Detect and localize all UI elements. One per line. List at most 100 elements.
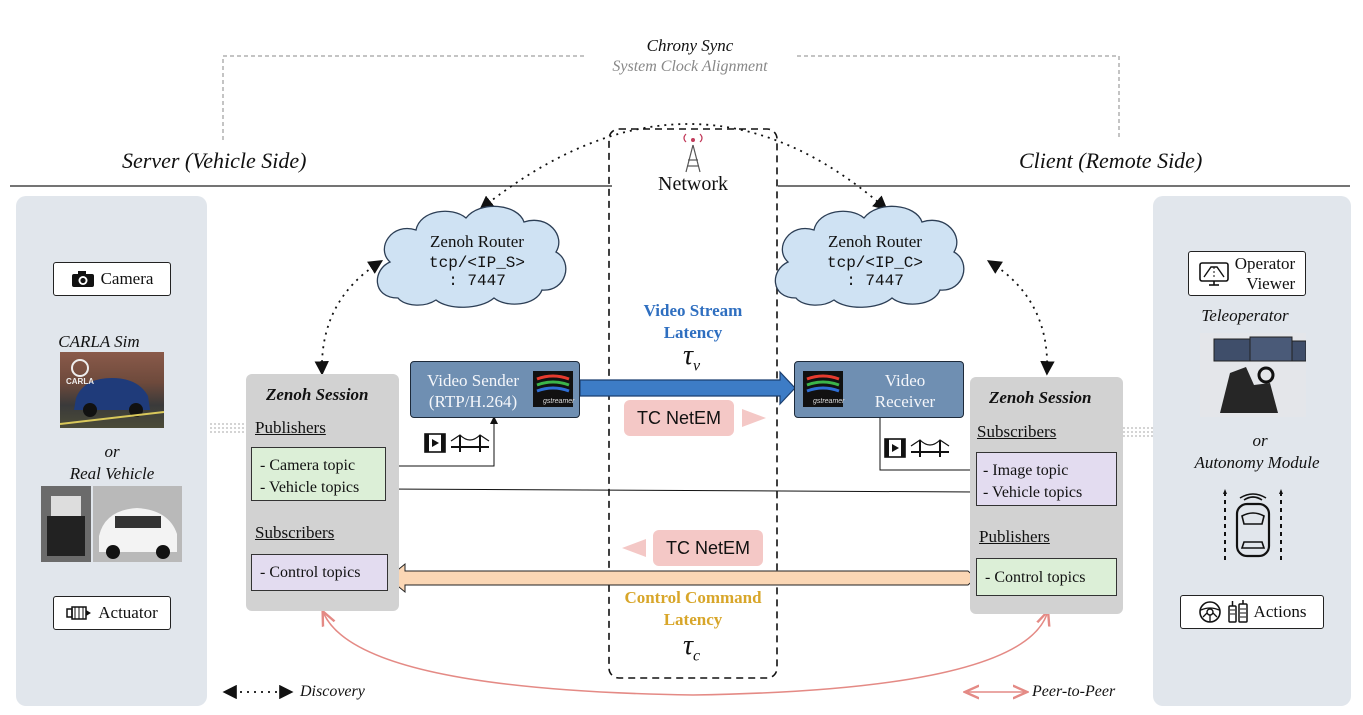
carla-photo: CARLA — [59, 352, 165, 428]
tau-c-symbol: τc — [683, 630, 700, 666]
cloud-client — [774, 205, 965, 308]
router-server-addr: tcp/<IP_S> — [428, 254, 525, 272]
client-session-title: Zenoh Session — [989, 388, 1092, 407]
server-publishers-heading: Publishers — [255, 418, 326, 437]
tau-v-sub: v — [693, 357, 701, 375]
side-link-left — [210, 423, 246, 433]
gstreamer-logo-receiver: gstreamer — [803, 371, 845, 407]
actions-box: Actions — [1180, 595, 1324, 629]
operator-viewer-box: Operator Viewer — [1188, 251, 1306, 296]
film-icon — [884, 438, 906, 458]
actuator-label: Actuator — [98, 603, 158, 622]
camera-label: Camera — [100, 269, 154, 288]
video-latency-line1: Video Stream — [643, 301, 743, 320]
router-server: Zenoh Router tcp/<IP_S> : 7447 — [392, 232, 562, 290]
video-sender-protocol: (RTP/H.264) — [428, 392, 518, 411]
control-latency-line1: Control Command — [624, 588, 762, 607]
client-subscribers-list: - Image topic - Vehicle topics — [976, 452, 1117, 506]
vehicle-topics-item: - Vehicle topics — [260, 479, 360, 496]
gstreamer-label-receiver: gstreamer — [813, 398, 845, 405]
tau-c-sub: c — [693, 647, 701, 665]
bridge-icon — [450, 434, 490, 452]
camera-icon — [71, 271, 94, 287]
video-receiver-title: Video — [884, 371, 926, 390]
router-server-port: : 7447 — [448, 272, 506, 290]
network-label: Network — [658, 173, 728, 195]
tau-v-symbol: τv — [683, 340, 700, 376]
video-latency-line2: Latency — [663, 323, 723, 342]
chrony-bracket — [222, 55, 1120, 140]
netem-top-triangle — [742, 409, 766, 427]
router-client-addr: tcp/<IP_C> — [826, 254, 923, 272]
left-or-label: or — [104, 442, 120, 461]
client-publishers-list: - Control topics — [976, 558, 1117, 596]
video-receiver-title2: Receiver — [874, 392, 936, 411]
right-or-label: or — [1252, 431, 1268, 450]
network-box — [608, 128, 778, 679]
gstreamer-label-sender: gstreamer — [543, 398, 575, 405]
cockpit-photo — [1200, 333, 1307, 417]
camera-to-sender — [384, 416, 498, 467]
carla-logo-text: CARLA — [66, 377, 94, 386]
gstreamer-logo-sender: gstreamer — [533, 371, 575, 407]
cloud-server — [376, 205, 567, 308]
discovery-left — [314, 260, 384, 376]
steering-icon — [1198, 601, 1221, 623]
real-vehicle-photo — [41, 486, 182, 562]
router-client: Zenoh Router tcp/<IP_C> : 7447 — [790, 232, 960, 290]
control-latency-line2: Latency — [663, 610, 723, 629]
actuator-box: Actuator — [53, 596, 171, 630]
server-publishers-list: - Camera topic - Vehicle topics — [251, 447, 386, 501]
router-client-title: Zenoh Router — [828, 232, 922, 251]
film-icon — [424, 433, 446, 453]
receiver-to-image — [879, 418, 978, 474]
server-label: Server (Vehicle Side) — [122, 148, 307, 173]
carla-label: CARLA Sim — [58, 332, 140, 351]
video-sender-box: Video Sender (RTP/H.264) gstreamer — [410, 361, 580, 418]
video-sender-title: Video Sender — [427, 371, 519, 390]
control-latency-label: Control Command Latency — [606, 587, 780, 631]
teleoperator-label: Teleoperator — [1201, 306, 1289, 325]
chrony-title: Chrony Sync — [646, 36, 734, 55]
video-arrow — [579, 370, 796, 406]
server-subscribers-heading: Subscribers — [255, 523, 335, 542]
client-publishers-heading: Publishers — [979, 527, 1050, 546]
monitor-icon — [1198, 261, 1229, 286]
side-link-right — [1123, 427, 1153, 437]
legend-discovery-label: Discovery — [300, 683, 365, 700]
actuator-icon — [66, 606, 92, 620]
video-receiver-box: gstreamer Video Receiver — [794, 361, 964, 418]
netem-bottom-triangle — [622, 539, 646, 557]
video-latency-label: Video Stream Latency — [618, 300, 768, 344]
client-label: Client (Remote Side) — [1019, 148, 1203, 173]
control-topics-item: - Control topics — [260, 564, 361, 581]
autonomy-label: Autonomy Module — [1194, 453, 1320, 472]
autonomy-car-icon — [1223, 489, 1283, 560]
vehicle-topics-line — [383, 487, 978, 496]
camera-topic-item: - Camera topic — [260, 457, 356, 474]
real-vehicle-label: Real Vehicle — [69, 464, 155, 483]
router-client-port: : 7447 — [846, 272, 904, 290]
camera-box: Camera — [53, 262, 171, 296]
client-subscribers-heading: Subscribers — [977, 422, 1057, 441]
bridge-icon — [910, 439, 950, 457]
actions-label: Actions — [1253, 602, 1307, 621]
receiver-media-icons — [884, 438, 950, 463]
tau-c: τ — [683, 630, 694, 661]
chrony-subtitle: System Clock Alignment — [612, 58, 768, 75]
p2p-arc — [324, 614, 1047, 696]
image-topic-item: - Image topic — [983, 462, 1069, 479]
network-tower-icon — [683, 133, 703, 173]
tau-v: τ — [683, 340, 694, 371]
viewer-label: Viewer — [1246, 273, 1296, 293]
server-session-title: Zenoh Session — [266, 385, 369, 404]
discovery-arc-top — [479, 123, 888, 211]
router-server-title: Zenoh Router — [430, 232, 524, 251]
netem-bottom: TC NetEM — [653, 530, 763, 566]
legend-p2p-label: Peer-to-Peer — [1032, 683, 1116, 700]
sender-media-icons — [424, 433, 490, 458]
netem-top: TC NetEM — [624, 400, 734, 436]
client-control-topics-item: - Control topics — [985, 569, 1086, 586]
pedal-icon — [1227, 600, 1248, 623]
